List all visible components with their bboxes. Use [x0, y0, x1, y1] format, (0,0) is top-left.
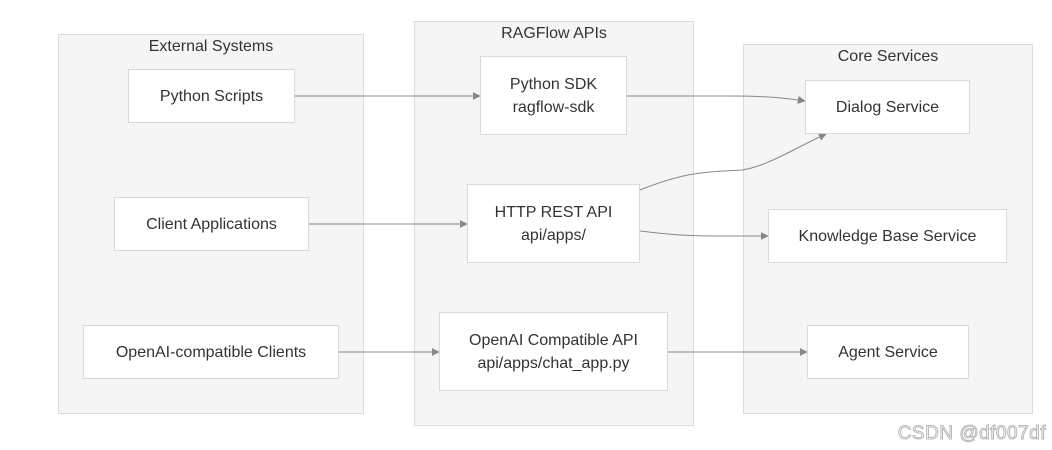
group-title-apis: RAGFlow APIs: [501, 25, 607, 42]
node-dialog-service: Dialog Service: [805, 80, 970, 134]
node-openai-compatible-clients: OpenAI-compatible Clients: [83, 325, 339, 379]
node-agent-service: Agent Service: [807, 325, 969, 379]
node-python-scripts: Python Scripts: [128, 69, 295, 123]
node-agent-service-label: Agent Service: [838, 343, 938, 361]
node-openai-clients-label: OpenAI-compatible Clients: [115, 343, 307, 361]
node-http-rest-api-line1: HTTP REST API: [494, 203, 613, 221]
node-python-sdk: Python SDK ragflow-sdk: [480, 56, 627, 135]
node-python-sdk-line2: ragflow-sdk: [512, 98, 595, 116]
node-dialog-service-label: Dialog Service: [835, 98, 940, 116]
node-openai-compatible-api: OpenAI Compatible API api/apps/chat_app.…: [439, 312, 668, 391]
node-knowledge-base-service: Knowledge Base Service: [768, 209, 1007, 263]
node-openai-api-line2: api/apps/chat_app.py: [477, 354, 630, 372]
node-client-applications: Client Applications: [114, 197, 309, 251]
node-python-sdk-line1: Python SDK: [509, 75, 598, 93]
node-openai-api-line1: OpenAI Compatible API: [469, 331, 638, 349]
node-http-rest-api: HTTP REST API api/apps/: [467, 184, 640, 263]
group-title-external: External Systems: [148, 38, 274, 55]
group-title-core: Core Services: [837, 48, 939, 65]
node-client-applications-label: Client Applications: [146, 215, 277, 233]
node-python-scripts-label: Python Scripts: [159, 87, 264, 105]
watermark-text: CSDN @df007df: [897, 423, 1046, 445]
node-kb-service-label: Knowledge Base Service: [798, 227, 977, 245]
node-http-rest-api-line2: api/apps/: [521, 226, 586, 244]
